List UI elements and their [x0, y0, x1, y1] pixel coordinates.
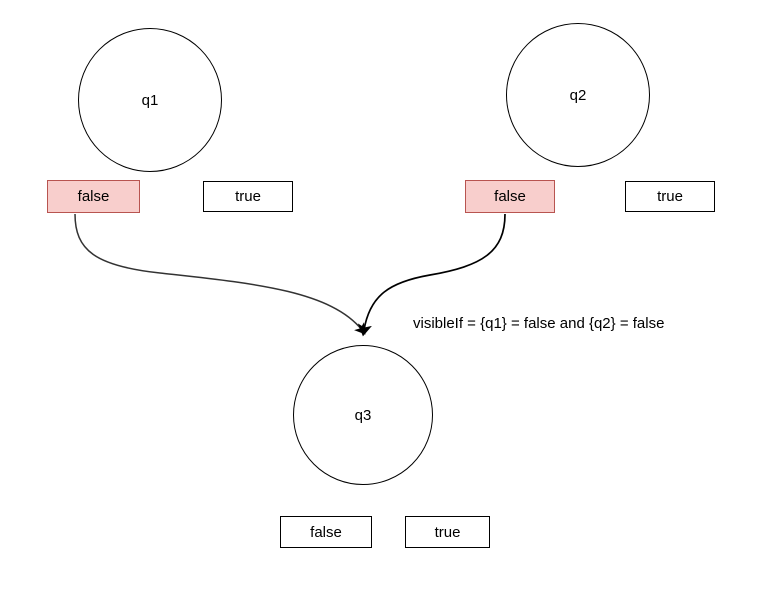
option-q1-true[interactable]: true [203, 181, 293, 212]
option-q3-true-label: true [434, 523, 461, 541]
option-q3-false[interactable]: false [280, 516, 372, 548]
edge-condition-label: visibleIf = {q1} = false and {q2} = fals… [413, 315, 665, 332]
option-q2-false[interactable]: false [465, 180, 555, 213]
node-q1[interactable]: q1 [78, 28, 222, 172]
edge-q2-false-to-q3 [357, 213, 506, 337]
option-q3-true[interactable]: true [405, 516, 490, 548]
node-q1-label: q1 [141, 91, 159, 109]
option-q3-false-label: false [310, 523, 342, 541]
node-q2-label: q2 [569, 86, 587, 104]
option-q1-true-label: true [235, 188, 261, 205]
node-q3[interactable]: q3 [293, 345, 433, 485]
edge-q1-false-to-q3 [74, 213, 366, 335]
node-q3-label: q3 [354, 406, 372, 424]
option-q1-false-label: false [77, 188, 110, 205]
option-q1-false[interactable]: false [47, 180, 140, 213]
node-q2[interactable]: q2 [506, 23, 650, 167]
option-q2-true[interactable]: true [625, 181, 715, 212]
option-q2-true-label: true [657, 188, 683, 205]
option-q2-false-label: false [494, 188, 526, 205]
